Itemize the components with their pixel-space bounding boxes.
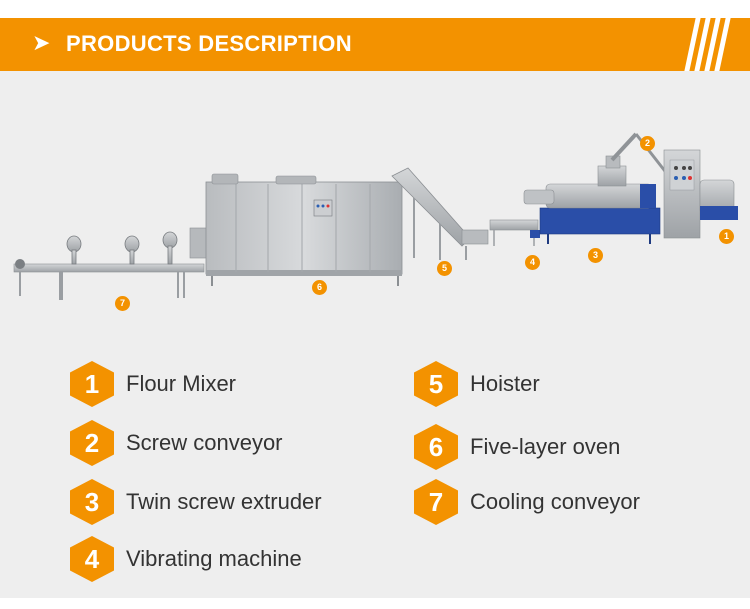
- legend-label: Vibrating machine: [126, 546, 302, 571]
- diagram-marker: 7: [115, 296, 130, 311]
- legend-number: 3: [84, 487, 100, 517]
- hoister: [391, 167, 489, 260]
- arrow-icon: ➤: [32, 31, 51, 56]
- legend-number: 6: [428, 432, 444, 462]
- diagram-marker: 4: [525, 255, 540, 270]
- top-strip: [0, 0, 750, 18]
- diagram-marker: 6: [312, 280, 327, 295]
- cooling-conveyor: [13, 231, 205, 300]
- production-line-illustration: [13, 132, 738, 300]
- legend-label: Hoister: [470, 371, 540, 396]
- section-title: PRODUCTS DESCRIPTION: [66, 31, 352, 56]
- twin-screw-extruder: [523, 155, 661, 244]
- flour-mixer: [699, 179, 738, 220]
- bottom-strip: [0, 598, 750, 609]
- legend-label: Five-layer oven: [470, 434, 621, 459]
- legend-number: 5: [428, 369, 444, 399]
- section-header: ➤ PRODUCTS DESCRIPTION: [0, 18, 750, 71]
- vibrating-machine: [489, 219, 540, 246]
- diagram-marker: 1: [719, 229, 734, 244]
- legend-number: 1: [84, 369, 100, 399]
- legend-label: Twin screw extruder: [126, 489, 322, 514]
- five-layer-oven: [189, 173, 403, 286]
- legend-label: Cooling conveyor: [470, 489, 640, 514]
- hexagon-badge-icon: [70, 536, 114, 582]
- stripes-decoration: [684, 18, 732, 71]
- legend-label: Screw conveyor: [126, 430, 283, 455]
- legend-number: 2: [84, 428, 100, 458]
- diagram-marker: 3: [588, 248, 603, 263]
- legend-label: Flour Mixer: [126, 371, 237, 396]
- diagram-marker: 5: [437, 261, 452, 276]
- control-cabinet: [663, 149, 701, 239]
- diagram-marker: 2: [640, 136, 655, 151]
- legend-number: 7: [428, 487, 444, 517]
- legend-number: 4: [84, 544, 100, 574]
